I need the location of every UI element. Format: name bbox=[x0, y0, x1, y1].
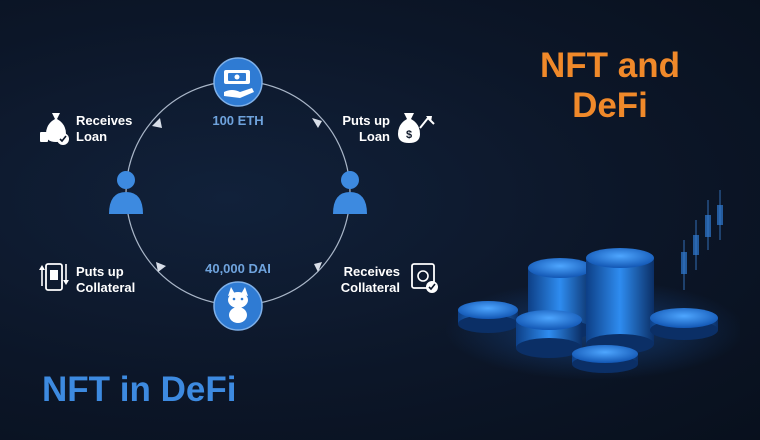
flow-arrows bbox=[152, 118, 322, 272]
receives-collateral-line1: Receives bbox=[343, 264, 400, 279]
arrow-to-receives-loan bbox=[152, 118, 162, 128]
svg-text:$: $ bbox=[406, 129, 412, 141]
headline-line1: NFT and bbox=[540, 46, 680, 85]
coin-stack-left bbox=[458, 301, 518, 333]
cash-in-hand-icon bbox=[213, 57, 263, 107]
left-person-icon bbox=[109, 171, 143, 214]
headline: NFT and DeFi bbox=[520, 46, 700, 126]
arrow-to-receives-collateral bbox=[314, 262, 322, 272]
receives-loan-label: Receives Loan bbox=[76, 113, 132, 145]
safe-check-icon bbox=[411, 263, 438, 293]
bottom-value-label: 40,000 DAI bbox=[205, 261, 271, 276]
arrow-to-puts-up-collateral bbox=[156, 262, 166, 272]
puts-up-loan-line2: Loan bbox=[358, 129, 390, 144]
cat-nft-icon bbox=[213, 281, 263, 331]
puts-up-loan-line1: Puts up bbox=[342, 113, 390, 128]
receives-collateral-line2: Collateral bbox=[340, 280, 400, 295]
puts-up-collateral-line1: Puts up bbox=[76, 264, 124, 279]
receives-collateral-label: Receives Collateral bbox=[326, 264, 400, 296]
puts-up-collateral-line2: Collateral bbox=[76, 280, 136, 295]
coin-stack-bottom bbox=[572, 345, 638, 373]
phone-transfer-icon bbox=[39, 263, 69, 291]
headline-line2: DeFi bbox=[572, 86, 648, 125]
coin-stack-center bbox=[586, 248, 654, 354]
puts-up-loan-label: Puts up Loan bbox=[336, 113, 390, 145]
page-title: NFT in DeFi bbox=[42, 370, 237, 409]
receives-loan-line1: Receives bbox=[76, 113, 133, 128]
receives-loan-line2: Loan bbox=[76, 129, 108, 144]
coin-stack-front bbox=[516, 310, 582, 358]
arrow-from-puts-up-loan bbox=[312, 118, 322, 128]
coin-stack-right bbox=[650, 308, 718, 340]
top-value-label: 100 ETH bbox=[212, 113, 264, 128]
coin-stacks-illustration bbox=[445, 190, 740, 380]
puts-up-collateral-label: Puts up Collateral bbox=[76, 264, 135, 296]
money-bag-arrow-icon: $ bbox=[398, 113, 435, 143]
right-person-icon bbox=[333, 171, 367, 214]
money-bag-check-icon bbox=[40, 113, 69, 145]
